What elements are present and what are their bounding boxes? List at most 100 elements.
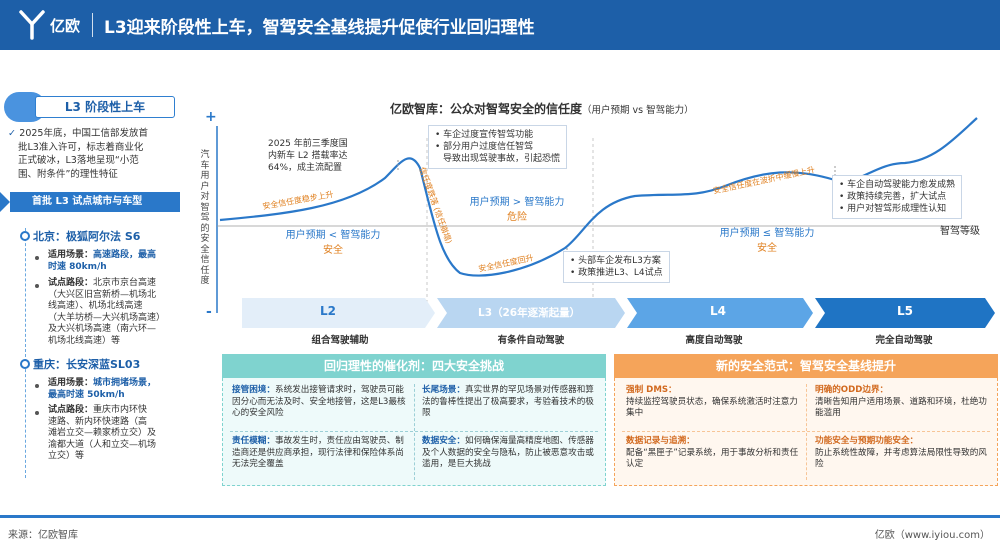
measure-title: 功能安全与预期功能安全： [815, 436, 919, 446]
annotation-line: 车企自动驾驶能力愈发成熟 [847, 180, 956, 190]
measure-desc: 持续监控驾驶员状态，确保系统激活时注意力集中 [626, 396, 798, 419]
measure-desc: 清晰告知用户适用场景、道路和环境，杜绝功能滥用 [815, 396, 987, 419]
measure-title: 强制 DMS： [626, 385, 677, 395]
measure-odd: 明确的ODD边界：清晰告知用户适用场景、道路和环境，杜绝功能滥用 [815, 385, 991, 420]
footer-line [0, 515, 1000, 518]
scene-label: 适用场景： [48, 250, 94, 260]
annotation-maturity: • 车企自动驾驶能力愈发成熟 • 政策持续完善，扩大试点 • 用户对智驾形成理性… [832, 175, 963, 219]
bullet-icon [35, 284, 39, 288]
route-line: 机场北线高速）等 [48, 335, 121, 346]
challenge-title: 接管困境： [232, 385, 275, 395]
annotation-l2: 2025 年前三季度国 内新车 L2 搭载率达 64%，成主流配置 [268, 138, 348, 174]
yiou-logo-icon [19, 10, 45, 40]
divider-line [806, 384, 807, 480]
header-bar [0, 0, 1000, 50]
chart-title: 亿欧智库：公众对智驾安全的信任度（用户预期 vs 智驾能力） [390, 100, 694, 117]
scene-value: 最高时速 50km/h [48, 389, 125, 400]
footer-source: 来源：亿欧智库 [8, 530, 78, 541]
level-l2: L2 [320, 304, 336, 318]
challenge-longtail: 长尾场景：真实世界的罕见场景对传感器和算法的鲁棒性提出了极高要求，考验着技术的极… [422, 385, 600, 420]
l3-desc-line: 2025年底，中国工信部发放首 [19, 128, 148, 139]
annotation-line: 车企过度宣传智驾功能 [443, 130, 534, 140]
route-line: 重庆市内环快 [93, 405, 148, 415]
annotation-l3-launch: • 头部车企发布L3方案 • 政策推进L3、L4试点 [563, 251, 670, 283]
stage-arrow-l4 [627, 298, 813, 328]
l3-description: ✓ 2025年底，中国工信部发放首 批L3准入许可，标志着商业化 正式破冰，L3… [8, 127, 180, 181]
bullet-icon [35, 256, 39, 260]
annotation-line: 用户对智驾形成理性认知 [847, 204, 947, 214]
route-line: 滩岩立交—赖家桥立交）及 [48, 428, 157, 438]
level-l5: L5 [897, 304, 913, 318]
y-axis-label: 汽车用户对智驾的安全信任度 [200, 150, 210, 286]
route-line: （大羊坊桥—大兴机场高速） [48, 312, 166, 323]
annotation-line: 政策持续完善，扩大试点 [847, 192, 947, 202]
phase-line: 用户预期 > 智驾能力 [469, 197, 565, 208]
route-line: 线高速）、机场北线高速 [48, 301, 143, 311]
challenge-title: 数据安全： [422, 436, 465, 446]
stage-arrow-l5 [815, 298, 995, 328]
annotation-line: 64%，成主流配置 [268, 163, 343, 173]
challenge-desc: 真实世界的罕见场景对传感器和算法的鲁棒性提出了极高要求，考验着技术的极限 [422, 385, 594, 418]
pilot-cities-banner: 首批 L3 试点城市与车型 [10, 192, 180, 212]
measure-desc: 防止系统性故障，并考虑算法局限性导致的风险 [815, 447, 987, 470]
x-axis-label: 智驾等级 [940, 226, 980, 237]
annotation-line: 2025 年前三季度国 [268, 139, 348, 149]
phase-label-3: 用户预期 ≤ 智驾能力 安全 [712, 224, 822, 254]
annotation-line: 政策推进L3、L4试点 [578, 268, 663, 278]
bullet-icon [35, 384, 39, 388]
l3-desc-line: 围、附条件”的理性特征 [18, 168, 118, 180]
annotation-crash: • 车企过度宣传智驾功能 • 部分用户过度信任智驾 导致出现驾驶事故，引起恐慌 [428, 125, 568, 169]
level-desc-l2: 组合驾驶辅助 [311, 335, 369, 346]
route-line: 及大兴机场高速（南六环— [48, 324, 157, 334]
phase-label-1: 用户预期 < 智驾能力 安全 [283, 226, 383, 256]
bullet-icon [35, 411, 39, 415]
measure-title: 明确的ODD边界： [815, 385, 889, 395]
chart-title-main: 亿欧智库：公众对智驾安全的信任度 [390, 102, 583, 116]
level-l3: L3（26年逐渐起量） [478, 307, 581, 319]
plus-sign: + [205, 109, 217, 125]
phase-line: 用户预期 ≤ 智驾能力 [719, 228, 815, 239]
city-beijing: 北京：极狐阿尔法 S6 [33, 230, 141, 243]
divider-line [622, 431, 990, 432]
annotation-line: 部分用户过度信任智驾 [443, 142, 534, 152]
measure-sotif: 功能安全与预期功能安全：防止系统性故障，并考虑算法局限性导致的风险 [815, 436, 991, 471]
phase-label-2: 用户预期 > 智驾能力 危险 [462, 193, 572, 223]
footer-url: 亿欧（www.iyiou.com） [874, 530, 990, 541]
beijing-scene: 适用场景：高速路段，最高 时速 80km/h [48, 250, 183, 273]
challenge-data: 数据安全：如何确保海量高精度地图、传感器及个人数据的安全与隐私，防止被恶意攻击或… [422, 436, 600, 471]
check-icon: ✓ [8, 128, 20, 139]
route-label: 试点路段： [48, 405, 94, 415]
city-chongqing: 重庆：长安深蓝SL03 [33, 358, 141, 371]
measure-desc: 配备“黑匣子”记录系统，用于事故分析和责任认定 [626, 447, 799, 470]
challenge-takeover: 接管困境：系统发出接管请求时，驾驶员可能因分心而无法及时、安全地接管，这是L3最… [232, 385, 408, 420]
route-line: 立交）等 [48, 451, 85, 461]
l3-title: L3 阶段性上车 [35, 96, 175, 118]
level-l4: L4 [710, 304, 726, 318]
level-desc-l5: 完全自动驾驶 [875, 335, 933, 346]
route-line: 速路、新内环快速路（高 [48, 416, 148, 427]
chongqing-scene: 适用场景：城市拥堵场景， 最高时速 50km/h [48, 378, 183, 401]
annotation-line: 导致出现驾驶事故，引起恐慌 [443, 154, 561, 164]
l3-desc-line: 正式破冰，L3落地呈现“小范 [18, 155, 139, 166]
level-desc-l3: 有条件自动驾驶 [497, 335, 565, 346]
annotation-line: 头部车企发布L3方案 [578, 256, 661, 266]
banner-arrow-icon [0, 192, 10, 212]
phase-line: 用户预期 < 智驾能力 [285, 230, 381, 241]
challenge-title: 责任模糊： [232, 436, 275, 446]
route-line: 北京市京台高速 [93, 278, 157, 288]
scene-label: 适用场景： [48, 378, 94, 388]
chongqing-route: 试点路段：重庆市内环快 速路、新内环快速路（高 滩岩立交—赖家桥立交）及 渝都大… [48, 405, 183, 463]
scene-value: 高速路段，最高 [93, 250, 157, 260]
phase-sub: 危险 [507, 212, 527, 223]
phase-sub: 安全 [323, 245, 343, 256]
stage-arrow-l3 [437, 298, 625, 328]
l3-desc-line: 批L3准入许可，标志着商业化 [18, 141, 144, 153]
challenge-desc: 如何确保海量高精度地图、传感器及个人数据的安全与隐私，防止被恶意攻击或滥用，是巨… [422, 436, 594, 469]
trust-curve-chart [216, 117, 995, 328]
timeline-line [25, 228, 26, 478]
challenge-desc: 系统发出接管请求时，驾驶员可能因分心而无法及时、安全地接管，这是L3最核心的安全… [232, 385, 406, 418]
scene-value: 城市拥堵场景， [93, 378, 157, 388]
route-label: 试点路段： [48, 278, 94, 288]
challenge-liability: 责任模糊：事故发生时，责任应由驾驶员、制造商还是供应商承担，现行法律和保险体系尚… [232, 436, 408, 471]
divider-line [414, 384, 415, 480]
